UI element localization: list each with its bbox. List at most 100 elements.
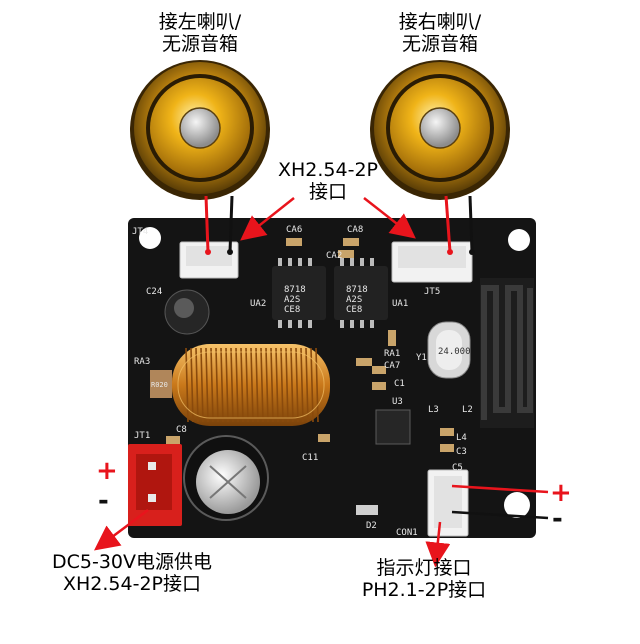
coil-winding: [185, 347, 189, 423]
mounting-hole: [139, 227, 161, 249]
coil-winding: [300, 347, 304, 423]
silk-jt4: JT4: [132, 227, 148, 237]
silk-ca2: CA2: [326, 251, 342, 261]
mounting-hole: [504, 492, 530, 518]
toroidal-inductor: [172, 344, 330, 426]
coil-winding: [275, 347, 279, 423]
chip-marking: 8718: [284, 285, 306, 295]
right-speaker-label-line1: 接右喇叭/: [398, 11, 482, 33]
power-label-line2: XH2.54-2P接口: [62, 572, 201, 595]
coil-winding: [215, 347, 219, 423]
right-speaker-image: [370, 60, 510, 200]
indicator-plus-sign: +: [550, 478, 572, 508]
coil-winding: [265, 347, 269, 423]
silk-c11: C11: [302, 453, 318, 463]
left-speaker-label-line1: 接左喇叭/: [158, 11, 242, 33]
silk-ca6: CA6: [286, 225, 302, 235]
coil-winding: [310, 347, 314, 423]
capacitor-c24: [164, 289, 210, 335]
silk-ca7: CA7: [384, 361, 400, 371]
jt5-connector: [391, 241, 473, 283]
left-speaker-label: 接左喇叭/ 无源音箱: [146, 11, 254, 56]
right-speaker-label-line2: 无源音箱: [401, 32, 478, 55]
silk-con1: CON1: [396, 528, 418, 538]
pcb-board: [128, 218, 536, 538]
coil-winding: [290, 347, 294, 423]
coil-winding: [245, 347, 249, 423]
power-capacitor: [183, 435, 269, 521]
coil-winding: [240, 347, 244, 423]
crystal-marking: 24.000: [438, 347, 471, 357]
speaker-connector-label-line2: 接口: [308, 180, 347, 203]
power-minus-sign: -: [98, 486, 109, 516]
coil-winding: [190, 347, 194, 423]
coil-winding: [305, 347, 309, 423]
crystal-oscillator: [427, 321, 471, 379]
chip-marking: A2S: [346, 295, 362, 305]
chip-marking: 8718: [346, 285, 368, 295]
silk-ra1: RA1: [384, 349, 400, 359]
coil-winding: [235, 347, 239, 423]
speaker-connector-label-line1: XH2.54-2P: [277, 159, 378, 181]
silk-l2: L2: [462, 405, 473, 415]
silk-c24: C24: [146, 287, 162, 297]
smd-components: [166, 238, 454, 515]
silk-l4: L4: [456, 433, 467, 443]
coil-winding: [205, 347, 209, 423]
amplifier-chip-ua1: [334, 258, 388, 328]
coil-winding: [230, 347, 234, 423]
silk-ca8: CA8: [347, 225, 363, 235]
power-label-line1: DC5-30V电源供电: [51, 551, 213, 573]
coil-winding: [210, 347, 214, 423]
indicator-label: 指示灯接口 PH2.1-2P接口: [344, 557, 504, 602]
antenna-trace: [480, 278, 534, 428]
silk-c1: C1: [394, 379, 405, 389]
mounting-hole: [508, 229, 530, 251]
resistor-marking: R020: [151, 381, 168, 389]
coil-winding: [270, 347, 274, 423]
coil-winding: [225, 347, 229, 423]
silkscreen-labels: JT4 JT5 JT1 CON1 CA6 CA8 CA2 UA2 UA1 C24…: [132, 225, 473, 538]
chip-marking: CE8: [346, 305, 362, 315]
silk-d2: D2: [366, 521, 377, 531]
left-speaker-image: [130, 60, 270, 200]
jt1-power-connector: [128, 444, 182, 526]
silk-l3: L3: [428, 405, 439, 415]
bluetooth-chip: [375, 409, 411, 445]
shunt-resistor: [150, 370, 172, 398]
coil-winding: [200, 347, 204, 423]
silk-u3: U3: [392, 397, 403, 407]
coil-winding: [315, 347, 319, 423]
pointer-arrows: [94, 197, 451, 568]
chip-marking: CE8: [284, 305, 300, 315]
coil-winding: [255, 347, 259, 423]
speaker-wires: [204, 195, 475, 255]
coil-winding: [220, 347, 224, 423]
indicator-wires: [451, 484, 549, 520]
coil-winding: [250, 347, 254, 423]
indicator-label-line1: 指示灯接口: [376, 557, 472, 579]
indicator-label-line2: PH2.1-2P接口: [361, 578, 487, 601]
coil-winding: [195, 347, 199, 423]
amplifier-chip-ua2: [272, 258, 326, 328]
jt4-connector: [179, 241, 239, 279]
silk-ra3: RA3: [134, 357, 150, 367]
silk-jt1: JT1: [134, 431, 150, 441]
coil-winding: [285, 347, 289, 423]
chip-marking: A2S: [284, 295, 300, 305]
silk-c8: C8: [176, 425, 187, 435]
indicator-minus-sign: -: [552, 504, 563, 534]
coil-winding: [260, 347, 264, 423]
silk-c5: C5: [452, 463, 463, 473]
right-speaker-label: 接右喇叭/ 无源音箱: [386, 11, 494, 56]
coil-winding: [295, 347, 299, 423]
left-speaker-label-line2: 无源音箱: [161, 32, 238, 55]
silk-jt5: JT5: [424, 287, 440, 297]
con1-indicator-connector: [427, 469, 469, 537]
power-label: DC5-30V电源供电 XH2.54-2P接口: [26, 551, 238, 596]
silk-y1: Y1: [416, 353, 427, 363]
coil-winding: [280, 347, 284, 423]
silk-ua1: UA1: [392, 299, 408, 309]
silk-ua2: UA2: [250, 299, 266, 309]
